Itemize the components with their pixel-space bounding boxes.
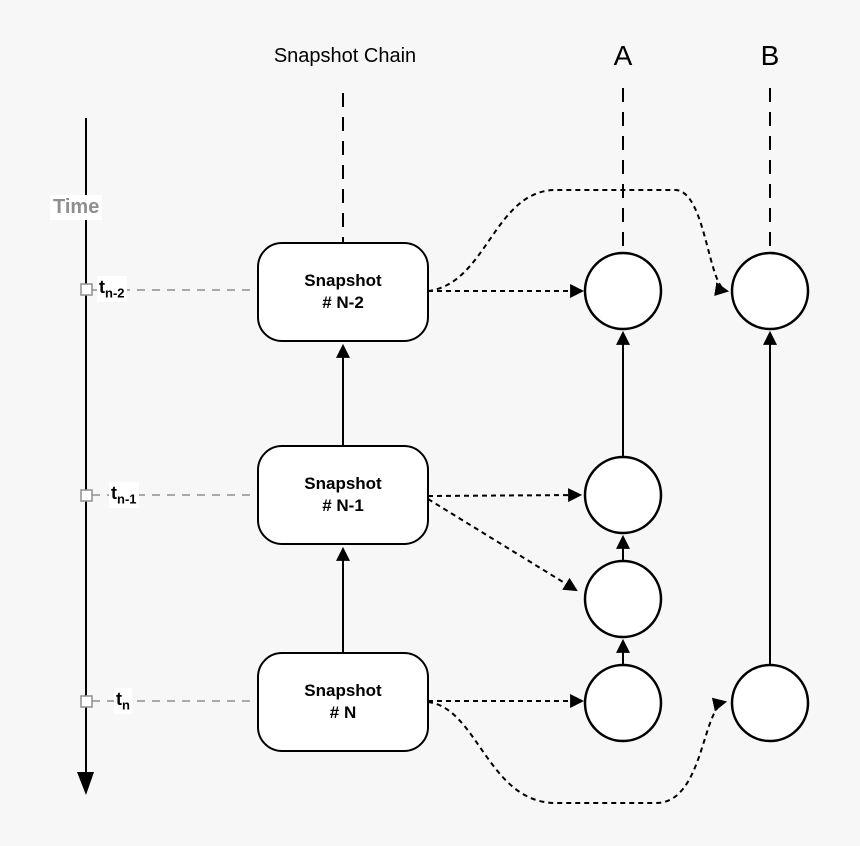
time-tick-marker-n bbox=[80, 695, 93, 708]
version-circle-b-1 bbox=[730, 251, 810, 331]
time-tick-marker-n-1 bbox=[80, 489, 93, 502]
ref-n-2-to-b1 bbox=[427, 189, 730, 296]
version-circle-a-2 bbox=[583, 455, 663, 535]
snapshot-box-n-1 bbox=[257, 445, 429, 545]
snapshot-box-n-2 bbox=[257, 242, 429, 342]
snapshot-box-n bbox=[257, 652, 429, 752]
version-circle-a-4 bbox=[583, 663, 663, 743]
version-circle-b-2 bbox=[730, 663, 810, 743]
ref-n-to-b2 bbox=[427, 697, 728, 804]
time-tick-marker-n-2 bbox=[80, 283, 93, 296]
ref-n-1-to-a2 bbox=[427, 488, 583, 503]
time-axis-arrowhead bbox=[77, 772, 94, 795]
ref-n-1-to-a3 bbox=[427, 498, 578, 592]
version-circle-a-1 bbox=[583, 251, 663, 331]
version-circle-a-3 bbox=[583, 559, 663, 639]
